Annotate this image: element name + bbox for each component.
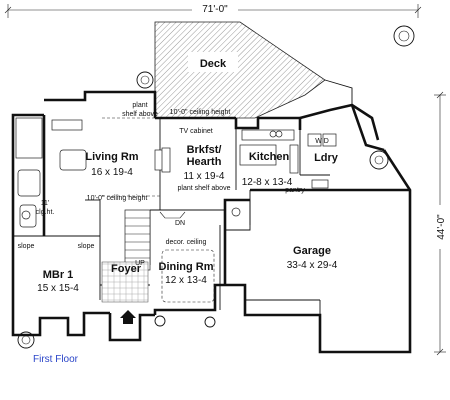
overall-width-dimension: 71'-0"	[4, 2, 422, 18]
ceiling-height-note-top: 10'-0" ceiling height	[170, 109, 231, 116]
plant-shelf-above-note: plant shelf above	[178, 185, 231, 192]
down-stair-note: DN	[175, 220, 185, 227]
master-bath-fixtures	[15, 117, 87, 228]
kitchen-size: 12-8 x 13-4	[242, 177, 293, 188]
dining-room-size: 12 x 13-4	[165, 275, 207, 286]
clg-height-note-1: 11'	[41, 200, 50, 207]
breakfast-label-1: Brkfst/	[187, 144, 222, 156]
decor-ceiling-note: decor. ceiling	[166, 239, 207, 246]
up-stair-note: UP	[135, 260, 145, 267]
landscape-shrubs	[17, 25, 415, 349]
breakfast-label-2: Hearth	[187, 156, 222, 168]
dining-room-label: Dining Rm	[159, 261, 214, 273]
room-labels: Living Rm 16 x 19-4 Brkfst/ Hearth 11 x …	[37, 144, 339, 294]
plan-annotations: plant shelf above 10'-0" ceiling height …	[18, 102, 306, 267]
overall-depth-label: 44'-0"	[436, 214, 447, 240]
pantry-note: pantry	[285, 187, 305, 194]
floor-caption: First Floor	[33, 354, 78, 365]
master-bedroom-label: MBr 1	[43, 269, 74, 281]
garage-details	[228, 199, 321, 315]
overall-depth-dimension: 44'-0"	[434, 91, 447, 356]
kitchen-fixtures	[239, 129, 329, 189]
foyer-floor	[101, 261, 149, 303]
living-room-label: Living Rm	[85, 151, 138, 163]
foyer-label: Foyer	[111, 263, 142, 275]
clg-height-note-2: clg.ht.	[36, 209, 55, 216]
dining-decor-ceiling	[161, 249, 215, 303]
plant-shelf-note-2: shelf above	[122, 111, 158, 118]
tv-cabinet-note: TV cabinet	[179, 128, 213, 135]
garage-size: 33-4 x 29-4	[287, 260, 338, 271]
breakfast-size: 11 x 19-4	[184, 171, 225, 182]
stairs	[124, 209, 186, 271]
laundry-fixtures: W D	[307, 133, 337, 147]
slope-note-right: slope	[78, 243, 95, 250]
deck-area: Deck	[154, 21, 353, 119]
ceiling-height-note-bottom: 10'-0" ceiling height	[87, 195, 148, 202]
plant-shelf-note-1: plant	[132, 102, 147, 109]
living-room-size: 16 x 19-4	[91, 167, 133, 178]
washer-dryer-label: W D	[315, 138, 329, 145]
entry-arrow	[120, 310, 136, 324]
fireplace-hearth	[154, 147, 171, 173]
overall-width-label: 71'-0"	[202, 4, 228, 15]
kitchen-label: Kitchen	[249, 151, 290, 163]
laundry-label: Ldry	[314, 152, 339, 164]
deck-label: Deck	[200, 58, 227, 70]
garage-label: Garage	[293, 245, 331, 257]
master-bedroom-size: 15 x 15-4	[37, 283, 79, 294]
slope-note-left: slope	[18, 243, 35, 250]
